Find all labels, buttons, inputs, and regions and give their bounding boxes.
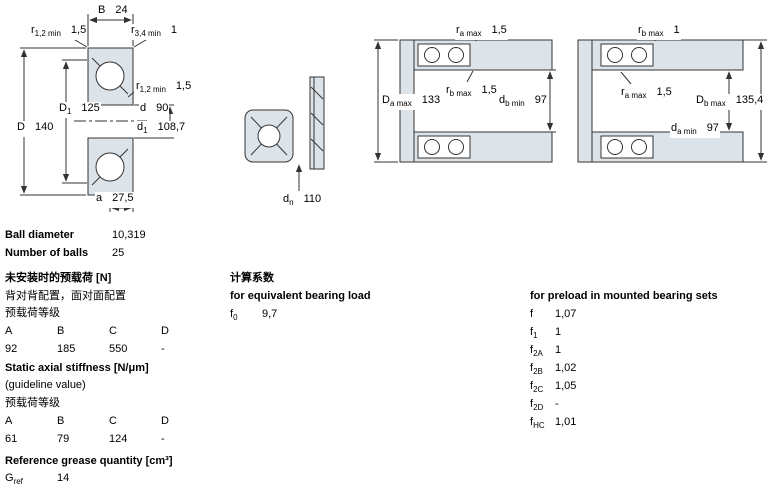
preload-header-d: D [161, 325, 169, 337]
factor-f2A-value: 1 [555, 344, 562, 356]
factor-f1-value: 1 [555, 326, 562, 338]
grease-section-title: Reference grease quantity [cm³] [5, 455, 173, 467]
factor-fHC-value: 1,01 [555, 416, 577, 428]
stiffness-value-b: 79 [57, 433, 70, 445]
preload-value-d: - [161, 343, 165, 355]
factor-f2A-row: f2A 1 [530, 344, 561, 360]
factor-f1-symbol: f1 [530, 326, 538, 341]
factor-f2A-symbol: f2A [530, 344, 543, 359]
factor-f2C-symbol: f2C [530, 380, 544, 395]
factor-f0-symbol: f0 [230, 308, 238, 323]
equivalent-load-title: for equivalent bearing load [230, 290, 371, 302]
preload-factors-title: for preload in mounted bearing sets [530, 290, 718, 302]
grease-symbol: Gref [5, 472, 23, 487]
stiffness-value-a: 61 [5, 433, 18, 445]
bearing-symbol [244, 109, 294, 163]
stiffness-header-d: D [161, 415, 169, 427]
factor-f-symbol: f [530, 308, 534, 320]
factor-f2D-row: f2D- [530, 398, 559, 414]
factor-f0-value: 9,7 [262, 308, 278, 320]
ball-diameter-label: Ball diameter [5, 229, 75, 241]
factor-f2D-value: - [555, 398, 559, 410]
grease-value: 14 [57, 472, 70, 484]
grease-quantity-row: Gref 14 [5, 472, 69, 488]
preload-value-b: 185 [57, 343, 76, 355]
factor-f0-row: f0 9,7 [230, 308, 277, 324]
stiffness-value-d: - [161, 433, 165, 445]
number-of-balls-value: 25 [112, 247, 125, 259]
number-of-balls-row: Number of balls 25 [5, 247, 124, 260]
mounted-set-drawing [577, 34, 767, 163]
bearing-pair [600, 43, 654, 159]
factor-f2D-symbol: f2D [530, 398, 544, 413]
factor-f2B-row: f2B 1,02 [530, 362, 576, 378]
factor-f1-row: f1 1 [530, 326, 561, 342]
stiffness-section-title: Static axial stiffness [N/μm] [5, 362, 149, 374]
abutment-drawing [244, 76, 325, 191]
preload-arrangement-note: 背对背配置，面对面配置 [5, 290, 126, 302]
calculation-factors-title: 计算系数 [230, 272, 274, 284]
number-of-balls-label: Number of balls [5, 247, 89, 259]
dimension-lines [374, 31, 556, 163]
factor-f2B-value: 1,02 [555, 362, 577, 374]
factor-f2C-value: 1,05 [555, 380, 577, 392]
stiffness-class-header-row: A B C D [5, 415, 213, 428]
preload-class-label: 预载荷等级 [5, 307, 60, 319]
factor-f2C-row: f2C 1,05 [530, 380, 576, 396]
factor-f-value: 1,07 [555, 308, 577, 320]
bearing-pair [417, 43, 471, 159]
factor-f-row: f 1,07 [530, 308, 576, 324]
ball-diameter-row: Ball diameter 10,319 [5, 229, 146, 242]
stiffness-guideline-note: (guideline value) [5, 379, 86, 391]
factor-f2B-symbol: f2B [530, 362, 543, 377]
preload-values-row: 92 185 550 - [5, 343, 213, 356]
stiffness-header-b: B [57, 415, 65, 427]
stiffness-header-c: C [109, 415, 117, 427]
spacer-plate [309, 76, 325, 170]
ball-diameter-value: 10,319 [112, 229, 146, 241]
preload-class-header-row: A B C D [5, 325, 213, 338]
preload-value-a: 92 [5, 343, 18, 355]
preload-value-c: 550 [109, 343, 128, 355]
factor-fHC-symbol: fHC [530, 416, 545, 431]
stiffness-header-a: A [5, 415, 13, 427]
preload-header-a: A [5, 325, 13, 337]
stiffness-value-c: 124 [109, 433, 128, 445]
factor-fHC-row: fHC 1,01 [530, 416, 576, 432]
preload-header-c: C [109, 325, 117, 337]
preload-header-b: B [57, 325, 65, 337]
preload-section-title: 未安装时的预载荷 [N] [5, 272, 112, 284]
stiffness-values-row: 61 79 124 - [5, 433, 213, 446]
bearing-rings [74, 47, 147, 196]
stiffness-class-label: 预载荷等级 [5, 397, 60, 409]
